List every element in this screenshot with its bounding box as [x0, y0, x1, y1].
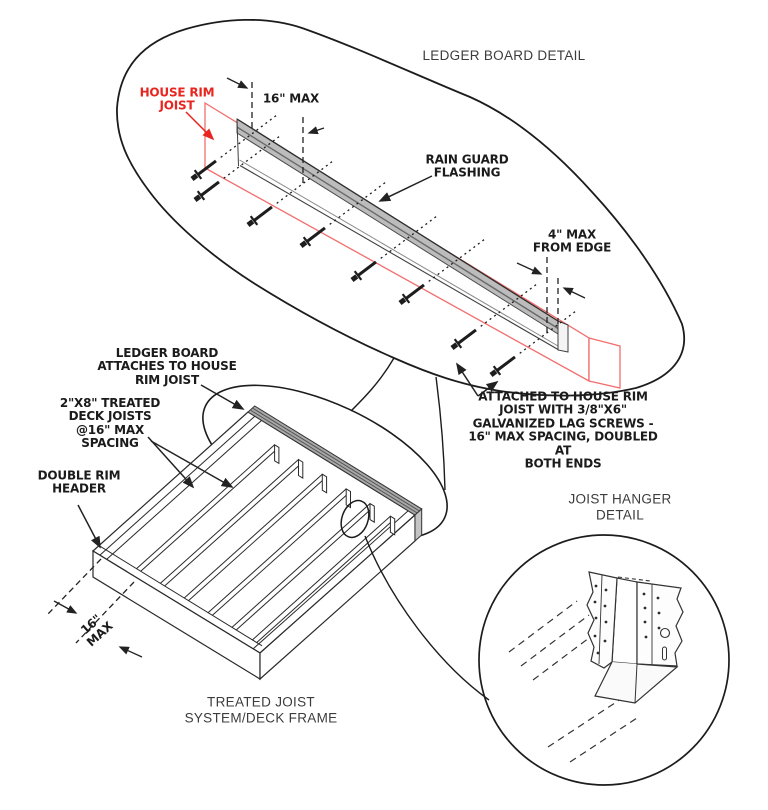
hanger-detail-circle	[478, 534, 730, 786]
double-rim-line-1	[99, 415, 256, 556]
deck-joists-label: 2"X8" TREATED DECK JOISTS @16" MAX SPACI…	[59, 396, 161, 451]
detail-ellipse	[116, 18, 686, 397]
ledger-attach-arrow	[200, 384, 245, 410]
dimension-4max	[516, 257, 586, 337]
dimension-16max-bottom	[47, 558, 143, 658]
ledger-attach-label: LEDGER BOARD ATTACHES TO HOUSE RIM JOIST	[97, 345, 237, 387]
deck-joists-arrow-2	[150, 440, 234, 488]
hanger-bolt-hole	[659, 627, 671, 639]
balloon-connector-right	[435, 376, 446, 491]
hanger-nail-holes	[593, 584, 661, 655]
flashing-top-edge	[236, 118, 559, 322]
hanger-slot	[662, 646, 667, 661]
lag-note-arrow-right	[477, 380, 499, 397]
deck-joists	[136, 443, 396, 644]
balloon-connector-left	[350, 357, 395, 412]
detail-arrows	[185, 111, 499, 397]
house-rim-joist-label: HOUSE RIM JOIST	[139, 85, 215, 113]
joist-hanger	[508, 571, 684, 763]
house-rim-joist-arrow	[185, 111, 215, 141]
spacing-16max-top-label: 16" MAX	[262, 91, 320, 106]
rain-guard-arrow	[378, 175, 433, 202]
double-rim-line-2	[106, 420, 262, 560]
hanger-left-flange	[586, 571, 618, 669]
ledger-detail-title: LEDGER BOARD DETAIL	[422, 48, 586, 64]
double-rim-header-label: DOUBLE RIM HEADER	[37, 468, 121, 496]
hanger-connector	[364, 535, 490, 701]
deck-caption: TREATED JOIST SYSTEM/DECK FRAME	[184, 694, 338, 725]
board-end-face	[557, 320, 569, 353]
dimension-16max-top	[226, 77, 325, 184]
deck-frame	[91, 405, 423, 681]
lag-screws-note: ATTACHED TO HOUSE RIM JOIST WITH 3/8"X6"…	[468, 389, 658, 471]
edge-4max-label: 4" MAX FROM EDGE	[532, 227, 612, 255]
double-rim-arrow	[77, 504, 101, 549]
lag-note-arrow-left	[456, 362, 479, 397]
hanger-callout	[340, 499, 730, 786]
hanger-callout-circle	[340, 499, 370, 539]
rain-guard-flashing-label: RAIN GUARD FLASHING	[425, 152, 509, 180]
ledger-board	[236, 118, 569, 353]
joist-hanger-title: JOIST HANGER DETAIL	[568, 491, 672, 522]
deck-arrows	[77, 384, 245, 549]
deck-joists-arrow-1	[147, 436, 195, 489]
